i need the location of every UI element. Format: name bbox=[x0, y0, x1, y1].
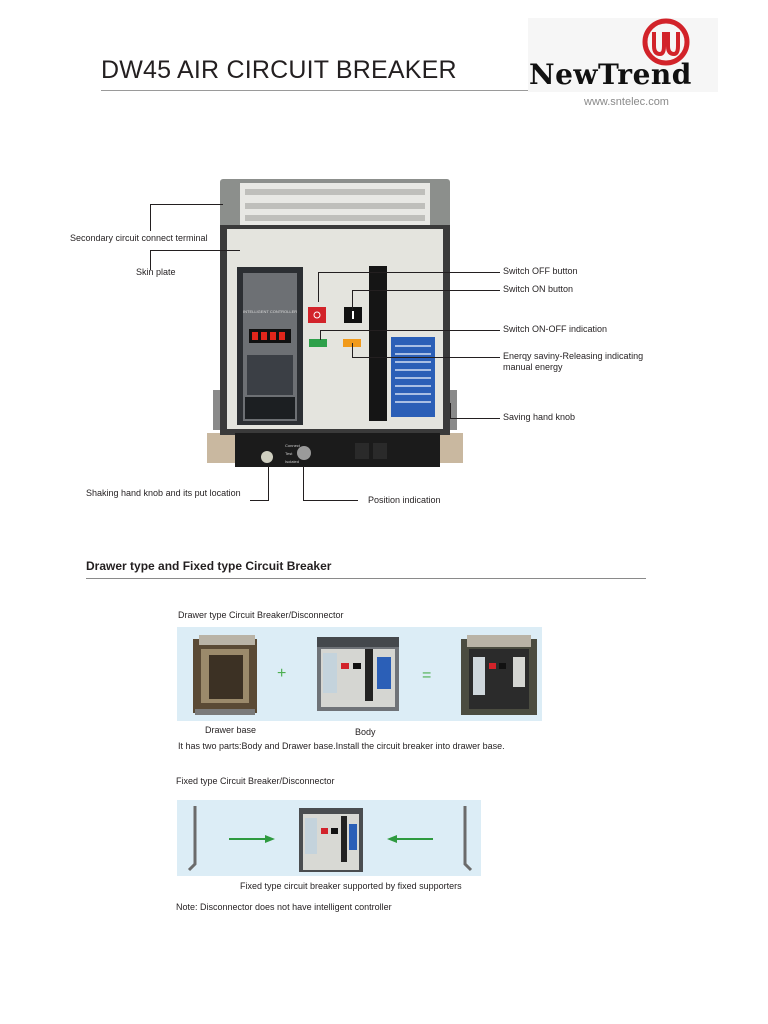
breaker-photo bbox=[207, 179, 463, 467]
callout-position-indication: Position indication bbox=[368, 495, 441, 505]
assembled-breaker-image bbox=[461, 635, 537, 715]
body-caption: Body bbox=[355, 727, 376, 737]
callout-on-off-indication: Switch ON-OFF indication bbox=[503, 324, 608, 334]
leader-line bbox=[320, 330, 500, 331]
title-divider bbox=[101, 90, 717, 91]
equals-sign: = bbox=[422, 667, 432, 684]
callout-switch-on: Switch ON button bbox=[503, 284, 574, 294]
page-title: DW45 AIR CIRCUIT BREAKER bbox=[101, 56, 457, 84]
fixed-heading: Fixed type Circuit Breaker/Disconnector bbox=[176, 776, 335, 786]
leader-line bbox=[450, 403, 451, 418]
drawer-heading: Drawer type Circuit Breaker/Disconnector bbox=[178, 610, 344, 620]
section-divider bbox=[86, 578, 646, 579]
leader-line bbox=[352, 290, 500, 291]
callout-energy-line1: Enerqy saviny-Releasing indicating bbox=[503, 351, 644, 361]
fixed-caption: Fixed type circuit breaker supported by … bbox=[240, 881, 462, 891]
fixed-breaker-image bbox=[299, 808, 363, 872]
plus-sign: + bbox=[277, 665, 287, 682]
callout-secondary-terminal: Secondary circuit connect terminal bbox=[70, 233, 208, 243]
callout-shaking-knob: Shaking hand knob and its put location bbox=[86, 488, 241, 498]
leader-line bbox=[318, 272, 319, 302]
leader-line bbox=[450, 418, 500, 419]
section-title: Drawer type and Fixed type Circuit Break… bbox=[86, 559, 332, 573]
leader-line bbox=[320, 330, 321, 340]
leader-line bbox=[303, 466, 304, 500]
callout-saving-knob: Saving hand knob bbox=[503, 412, 576, 422]
disconnector-note: Note: Disconnector does not have intelli… bbox=[176, 902, 392, 912]
leader-line bbox=[250, 500, 269, 501]
leader-line bbox=[352, 290, 353, 310]
callout-energy-line2: manual energy bbox=[503, 362, 563, 372]
leader-line bbox=[150, 250, 151, 270]
callout-switch-off: Switch OFF button bbox=[503, 266, 578, 276]
controller-label: INTELLIGENT CONTROLLER bbox=[243, 309, 298, 314]
arrow-left-icon bbox=[387, 835, 433, 843]
position-label-connect: Connect bbox=[285, 443, 300, 448]
drawer-base-image bbox=[193, 635, 257, 715]
leader-line bbox=[303, 500, 358, 501]
leader-line bbox=[150, 204, 151, 231]
position-label-test: Test bbox=[285, 451, 293, 456]
position-label-isolated: Isolated bbox=[285, 459, 300, 464]
leader-line bbox=[352, 357, 500, 358]
right-supporter-image bbox=[463, 806, 473, 872]
arrow-right-icon bbox=[229, 835, 275, 843]
leader-line bbox=[150, 250, 240, 251]
drawer-base-caption: Drawer base bbox=[205, 725, 257, 735]
fixed-assembly-panel bbox=[177, 800, 481, 876]
drawer-note: It has two parts:Body and Drawer base.In… bbox=[178, 741, 505, 751]
website-url[interactable]: www.sntelec.com bbox=[584, 96, 669, 108]
left-supporter-image bbox=[187, 806, 197, 872]
leader-line bbox=[318, 272, 500, 273]
leader-line bbox=[268, 466, 269, 500]
callout-skin-plate: Skin plate bbox=[136, 267, 176, 277]
body-image bbox=[317, 637, 399, 711]
leader-line bbox=[150, 204, 223, 205]
newtrend-logo-icon bbox=[642, 18, 690, 66]
drawer-assembly-panel: + = bbox=[177, 627, 542, 721]
leader-line bbox=[352, 343, 353, 357]
brand-name: NewTrend bbox=[529, 58, 692, 91]
